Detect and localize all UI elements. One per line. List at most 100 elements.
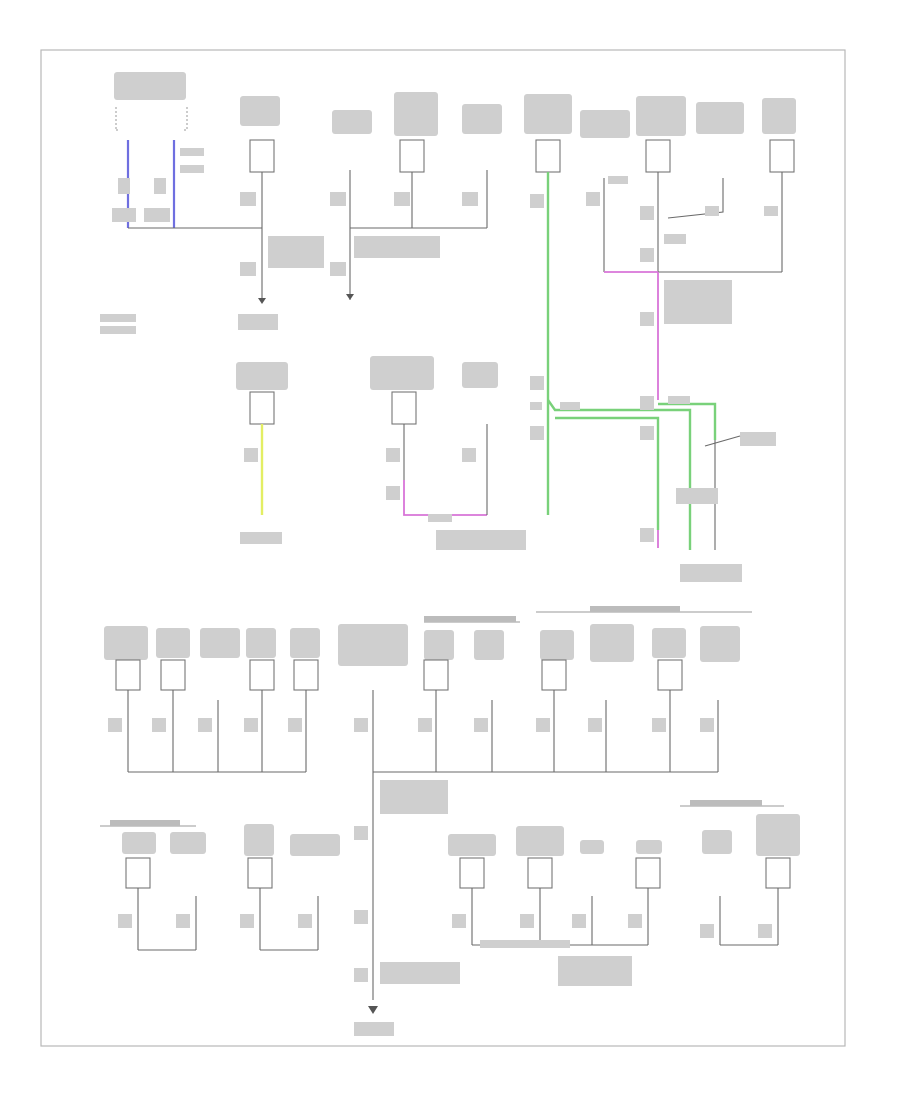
label-wire-r2a [118, 914, 132, 928]
label-comp-r1-2 [156, 628, 190, 658]
label-comp-r2-1 [122, 832, 156, 854]
label-wire-2b [240, 262, 256, 276]
label-wire-g1 [530, 376, 544, 390]
component-r1-5 [293, 659, 319, 691]
label-section-3 [110, 820, 180, 826]
component-10 [769, 139, 795, 173]
label-wire-r2f [354, 910, 368, 924]
component-r2-6 [527, 857, 553, 889]
diagram-border [40, 49, 846, 1047]
label-comp-13 [462, 362, 498, 388]
label-wire-g2 [530, 402, 542, 410]
label-comp-r1-5 [290, 628, 320, 658]
label-comp-3 [332, 110, 372, 134]
label-wire-9 [705, 206, 719, 216]
label-wire-g3 [530, 426, 544, 440]
label-comp-4 [394, 92, 438, 136]
component-8 [645, 139, 671, 173]
component-2 [249, 139, 275, 173]
label-splice-13 [436, 530, 526, 550]
component-6 [535, 139, 561, 173]
label-comp-r1-1 [104, 626, 148, 660]
label-wire-r2c [240, 914, 254, 928]
label-wire-r2b [176, 914, 190, 928]
label-section-4 [690, 800, 762, 806]
component-r1-1 [115, 659, 141, 691]
label-wire-bottom [354, 968, 368, 982]
component-r1-11 [657, 659, 683, 691]
component-r1-2 [160, 659, 186, 691]
ground-bottom [368, 1006, 378, 1014]
label-wire-r2j [628, 914, 642, 928]
label-comp-12 [370, 356, 434, 390]
label-comp-2 [240, 96, 280, 126]
label-wire-g6 [640, 426, 654, 440]
label-comp-11 [236, 362, 288, 390]
label-blue-4 [144, 208, 170, 222]
label-comp-6 [524, 94, 572, 134]
lower-row-1 [104, 606, 752, 1000]
label-comp-r1-9 [540, 630, 574, 660]
label-wire-2 [240, 192, 256, 206]
callout-line [704, 435, 741, 447]
label-splice-2 [268, 236, 324, 268]
label-wire-r2g [452, 914, 466, 928]
label-wire-r1e [288, 718, 302, 732]
label-callout [740, 432, 776, 446]
label-wire-10 [764, 206, 778, 216]
component-r2-5 [459, 857, 485, 889]
label-wire-3 [330, 192, 346, 206]
label-blue-1 [118, 178, 130, 194]
label-wire-r1j [588, 718, 602, 732]
label-wire-7 [586, 192, 600, 206]
label-section-1 [424, 616, 516, 622]
label-wire-r1l [700, 718, 714, 732]
label-splice-r2 [480, 940, 570, 948]
label-comp-5 [462, 104, 502, 134]
label-splice-r1 [380, 780, 448, 814]
label-wire-r1c [198, 718, 212, 732]
label-wire-r1a [108, 718, 122, 732]
label-wire-r2i [572, 914, 586, 928]
label-comp-r2-2 [170, 832, 206, 854]
label-legend-1 [100, 314, 136, 322]
label-comp-9 [696, 102, 744, 134]
label-wire-8 [640, 206, 654, 220]
label-comp-r2-5 [448, 834, 496, 856]
middle-section [236, 356, 776, 582]
label-section-2 [590, 606, 680, 612]
label-splice-3 [354, 236, 440, 258]
label-wire-r1i [536, 718, 550, 732]
label-blue-2 [154, 178, 166, 194]
label-wire-r2k [700, 924, 714, 938]
component-r1-7 [423, 659, 449, 691]
component-r1-9 [541, 659, 567, 691]
label-comp-r2-9 [702, 830, 732, 854]
label-wire-r1g [418, 718, 432, 732]
label-splice-bottom [380, 962, 460, 984]
label-splice-pink [664, 280, 732, 324]
label-wire-r1f [354, 718, 368, 732]
label-splice-9 [664, 234, 686, 244]
label-comp-r2-3 [244, 824, 274, 856]
label-splice-r2b [558, 956, 632, 986]
label-comp-r2-8 [636, 840, 662, 854]
label-wire-g8 [676, 488, 718, 504]
pink-wire-mid [403, 480, 487, 516]
label-ground-bottom [354, 1022, 394, 1036]
label-wire-r1b [152, 718, 166, 732]
label-wire-g5 [640, 396, 654, 410]
component-r2-3 [247, 857, 273, 889]
battery-junction-bracket [115, 107, 188, 131]
component-r2-10 [765, 857, 791, 889]
label-comp-r2-10 [756, 814, 800, 856]
component-4 [399, 139, 425, 173]
label-comp-r1-8 [474, 630, 504, 660]
component-r2-1 [125, 857, 151, 889]
label-ground-2 [238, 314, 278, 330]
label-wire-r2d [298, 914, 312, 928]
label-comp-r2-7 [580, 840, 604, 854]
label-comp-r1-4 [246, 628, 276, 658]
label-wire-11 [244, 448, 258, 462]
